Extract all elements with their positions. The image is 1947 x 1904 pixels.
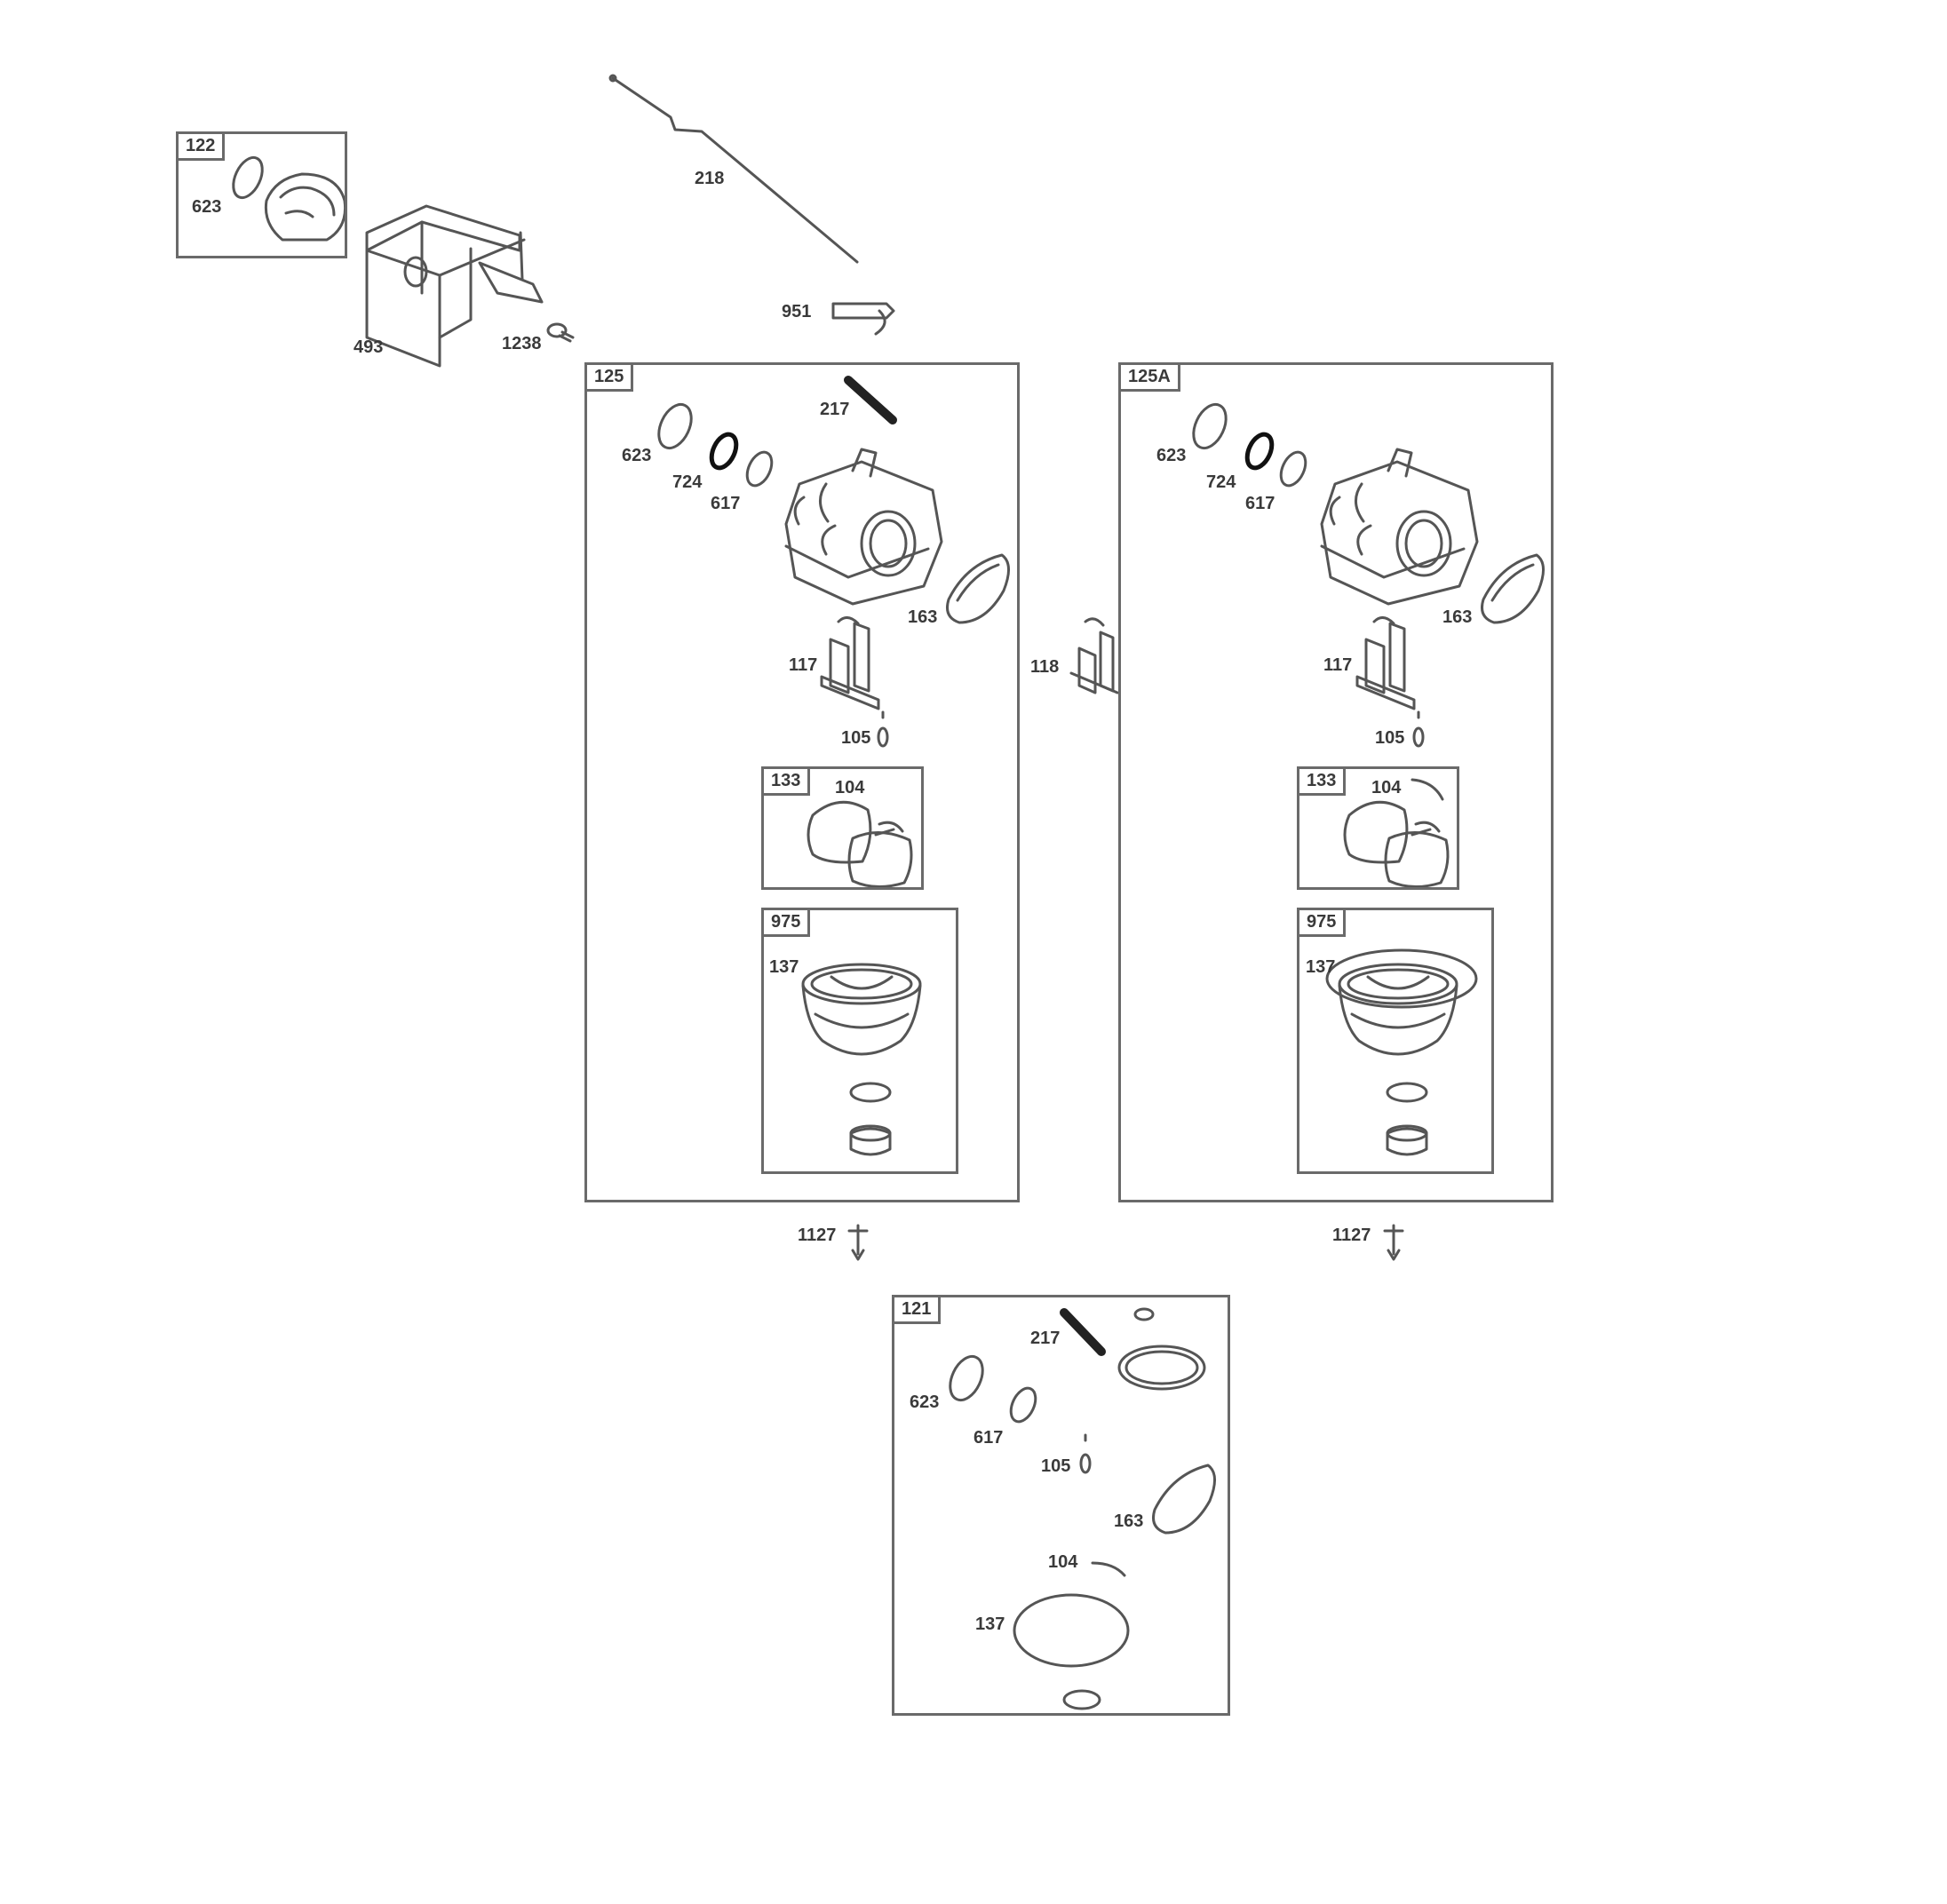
bracket-493-drawing <box>365 204 544 368</box>
part-number-623: 623 <box>622 446 652 465</box>
part-number-623: 623 <box>192 197 222 217</box>
part-number-623: 623 <box>1156 446 1187 465</box>
kit-tag-133: 133 <box>764 769 811 796</box>
part-number-137: 137 <box>769 957 799 977</box>
kit-tag-122: 122 <box>179 134 226 161</box>
part-number-118: 118 <box>1030 657 1060 677</box>
kit-133-right-drawing <box>1343 778 1450 888</box>
kit-box-975-right: 975 <box>1297 908 1494 1174</box>
part-number-117: 117 <box>789 655 818 675</box>
part-number-617: 617 <box>711 494 741 513</box>
part-number-1127-right: 1127 <box>1332 1226 1371 1245</box>
part-number-117: 117 <box>1323 655 1353 675</box>
part-number-163: 163 <box>1442 607 1473 627</box>
part-number-217: 217 <box>820 400 850 419</box>
kit-121-drawing <box>949 1307 1216 1710</box>
link-951-drawing <box>831 302 895 336</box>
part-number-217: 217 <box>1030 1329 1061 1348</box>
part-number-623: 623 <box>910 1392 940 1412</box>
kit-tag-125: 125 <box>587 365 634 392</box>
screw-1238-drawing <box>546 322 575 343</box>
kit-box-975-left: 975 <box>761 908 958 1174</box>
part-number-1127-left: 1127 <box>798 1226 837 1245</box>
kit-tag-975: 975 <box>1299 910 1347 937</box>
screws-1127-drawing <box>847 1224 1404 1261</box>
kit-box-133-left: 133 <box>761 766 924 890</box>
part-number-163: 163 <box>908 607 938 627</box>
kit-box-133-right: 133 <box>1297 766 1459 890</box>
part-number-105: 105 <box>841 728 871 748</box>
part-number-104: 104 <box>1048 1552 1078 1572</box>
part-number-104: 104 <box>835 778 865 797</box>
part-number-617: 617 <box>974 1428 1004 1448</box>
kit-975-right-drawing <box>1325 948 1478 1156</box>
part-number-617: 617 <box>1245 494 1275 513</box>
part-number-137: 137 <box>975 1614 1005 1634</box>
part-number-493: 493 <box>354 337 384 357</box>
kit-box-121: 121 <box>892 1295 1230 1716</box>
part-number-724: 724 <box>672 472 703 492</box>
kit-tag-133: 133 <box>1299 769 1347 796</box>
governor-link-218-drawing <box>608 74 859 264</box>
part-number-105: 105 <box>1041 1456 1071 1476</box>
kit-box-125: 125 <box>584 362 1020 1202</box>
kit-125-drawing <box>657 376 1010 748</box>
kit-tag-125a: 125A <box>1121 365 1180 392</box>
kit-975-left-drawing <box>801 963 922 1156</box>
part-number-218: 218 <box>695 169 725 188</box>
kit-tag-121: 121 <box>894 1297 942 1324</box>
part-number-724: 724 <box>1206 472 1236 492</box>
float-118-drawing <box>1069 617 1119 694</box>
kit-125a-drawing <box>1192 402 1545 748</box>
kit-133-left-drawing <box>807 800 913 888</box>
kit-tag-975: 975 <box>764 910 811 937</box>
part-number-951: 951 <box>782 302 812 321</box>
part-number-1238: 1238 <box>502 334 542 353</box>
kit-box-125a: 125A <box>1118 362 1554 1202</box>
part-number-104: 104 <box>1371 778 1402 797</box>
kit-box-122: 122 <box>176 131 347 258</box>
part-number-163: 163 <box>1114 1511 1144 1531</box>
part-number-105: 105 <box>1375 728 1405 748</box>
part-number-137: 137 <box>1306 957 1336 977</box>
